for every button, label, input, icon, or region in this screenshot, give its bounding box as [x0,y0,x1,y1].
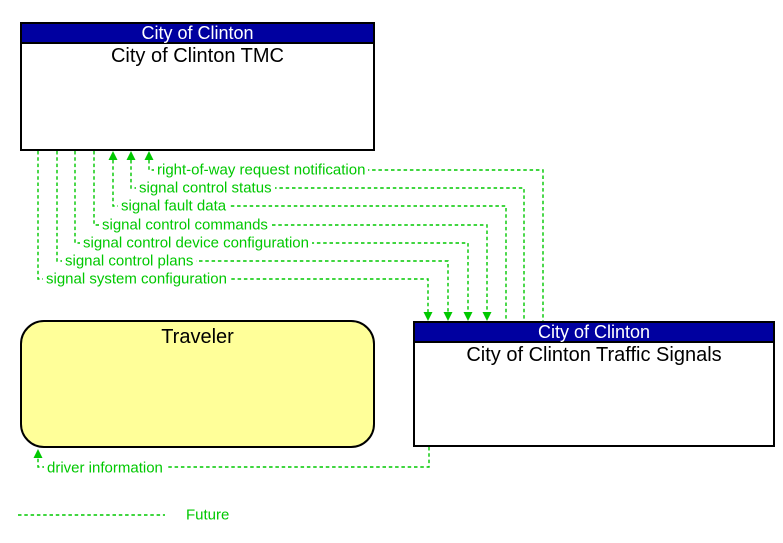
arrow-down-icon [463,312,473,321]
entity-traffic-signals-header: City of Clinton [415,323,773,343]
flow-label-driver-information: driver information [44,459,166,477]
entity-city-of-clinton-tmc: City of Clinton City of Clinton TMC [20,22,375,151]
flow-label-signal-fault-data: signal fault data [118,197,230,215]
arrow-up-icon [126,151,136,160]
entity-traffic-signals-name: City of Clinton Traffic Signals [466,344,722,366]
flow-label-signal-control-commands: signal control commands [99,216,271,234]
arrow-down-icon [482,312,492,321]
terminator-traveler-name: Traveler [161,326,234,348]
flow-label-right-of-way-request-notification: right-of-way request notification [154,161,369,179]
arrow-up-icon [33,449,43,458]
flow-label-signal-system-configuration: signal system configuration [43,270,230,288]
arrow-up-icon [144,151,154,160]
arrow-down-icon [443,312,453,321]
flow-label-signal-control-device-configuration: signal control device configuration [80,234,312,252]
flow-label-signal-control-plans: signal control plans [62,252,197,270]
terminator-traveler: Traveler [20,320,375,448]
entity-city-of-clinton-traffic-signals: City of Clinton City of Clinton Traffic … [413,321,775,447]
arrow-up-icon [108,151,118,160]
entity-tmc-name: City of Clinton TMC [110,45,284,67]
arrow-down-icon [423,312,433,321]
flow-label-signal-control-status: signal control status [136,179,275,197]
legend-future-label: Future [186,506,230,524]
entity-tmc-header: City of Clinton [22,24,373,44]
